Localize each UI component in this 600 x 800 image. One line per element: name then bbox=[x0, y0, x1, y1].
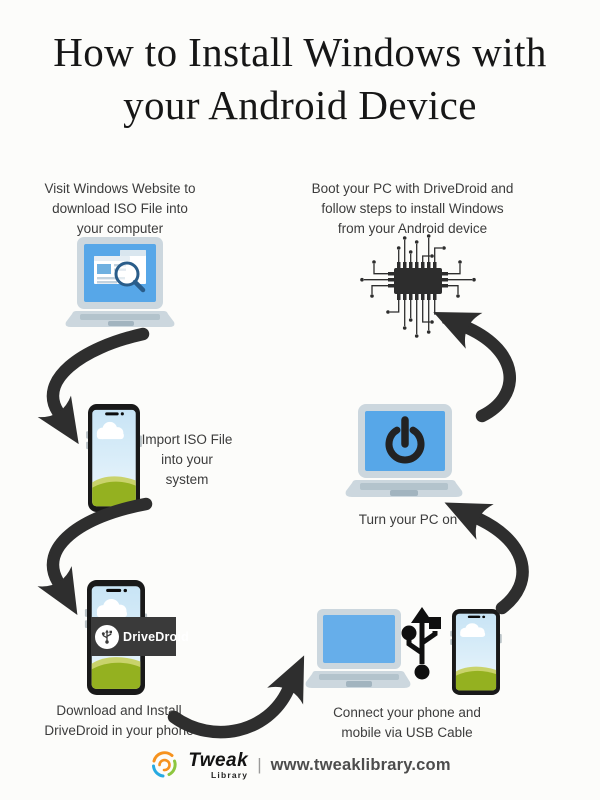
step-boot-pc-text: Boot your PC with DriveDroid and follow … bbox=[311, 181, 514, 236]
cpu-chip-icon bbox=[360, 234, 476, 338]
title-line-2: your Android Device bbox=[123, 82, 477, 128]
smartphone-icon bbox=[452, 609, 500, 695]
laptop-power-icon bbox=[345, 404, 463, 497]
arrow-down-left-icon bbox=[37, 497, 153, 615]
title-line-1: How to Install Windows with bbox=[53, 29, 547, 75]
brand-subtitle: Library bbox=[210, 769, 249, 780]
step-turn-on-pc-text: Turn your PC on bbox=[358, 512, 458, 527]
step-connect-usb-text: Connect your phone and mobile via USB Ca… bbox=[333, 705, 481, 740]
laptop-browser-search-icon bbox=[65, 237, 175, 327]
arrow-up-left-icon bbox=[433, 311, 516, 423]
tweak-library-logo-icon bbox=[152, 751, 177, 778]
footer: Tweak Library | www.tweaklibrary.com bbox=[0, 750, 600, 780]
laptop-icon bbox=[305, 609, 411, 688]
usb-badge-icon bbox=[95, 624, 119, 649]
step-visit-website-text: Visit Windows Website to download ISO Fi… bbox=[44, 181, 196, 236]
arrow-up-left-icon bbox=[444, 502, 529, 615]
brand-wordmark: Tweak Library bbox=[188, 751, 248, 780]
step-import-iso-text: Import ISO File into your system bbox=[141, 432, 233, 487]
footer-separator: | bbox=[257, 755, 262, 774]
page-title: How to Install Windows with your Android… bbox=[0, 26, 600, 132]
arrow-up-right-icon bbox=[167, 655, 305, 739]
footer-website-url: www.tweaklibrary.com bbox=[270, 755, 451, 774]
arrow-down-left-icon bbox=[37, 327, 150, 445]
usb-icon bbox=[401, 607, 441, 680]
step-download-drivedroid-text: Download and Install DriveDroid in your … bbox=[44, 703, 194, 738]
drivedroid-banner-label: DriveDroid bbox=[123, 629, 189, 644]
drivedroid-banner: DriveDroid bbox=[91, 617, 189, 656]
brand-name: Tweak bbox=[188, 749, 249, 771]
